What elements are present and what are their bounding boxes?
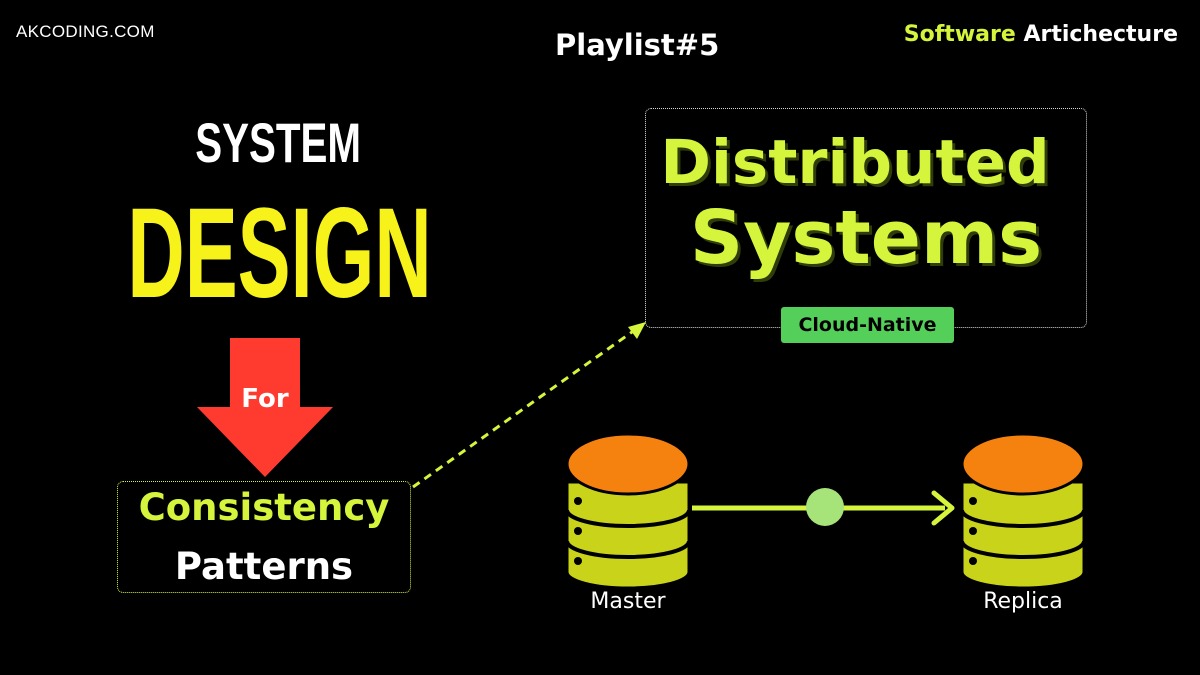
playlist-label: Playlist#5 bbox=[555, 28, 720, 62]
category-accent: Software bbox=[903, 22, 1016, 47]
systems-title: Systems bbox=[689, 195, 1043, 281]
replica-database-icon bbox=[960, 432, 1086, 590]
patterns-title: Patterns bbox=[174, 545, 354, 588]
category-label: Software Artichecture bbox=[904, 22, 1178, 47]
replication-arrowhead-icon bbox=[931, 490, 955, 526]
cloud-native-badge: Cloud-Native bbox=[781, 307, 954, 343]
master-database-icon bbox=[565, 432, 691, 590]
for-label: For bbox=[241, 384, 289, 414]
design-title: DESIGN bbox=[127, 182, 432, 325]
replication-dot bbox=[806, 488, 844, 526]
down-arrow-icon bbox=[197, 338, 333, 477]
consistency-box bbox=[117, 481, 411, 593]
distributed-title: Distributed bbox=[660, 127, 1050, 198]
consistency-title: Consistency bbox=[138, 486, 390, 529]
connector-line bbox=[412, 330, 633, 489]
site-name: AKCODING.COM bbox=[16, 22, 155, 41]
replica-label: Replica bbox=[983, 589, 1063, 614]
connector-arrowhead-icon bbox=[628, 322, 646, 339]
master-label: Master bbox=[590, 589, 666, 614]
category-rest: Artichecture bbox=[1015, 22, 1178, 47]
